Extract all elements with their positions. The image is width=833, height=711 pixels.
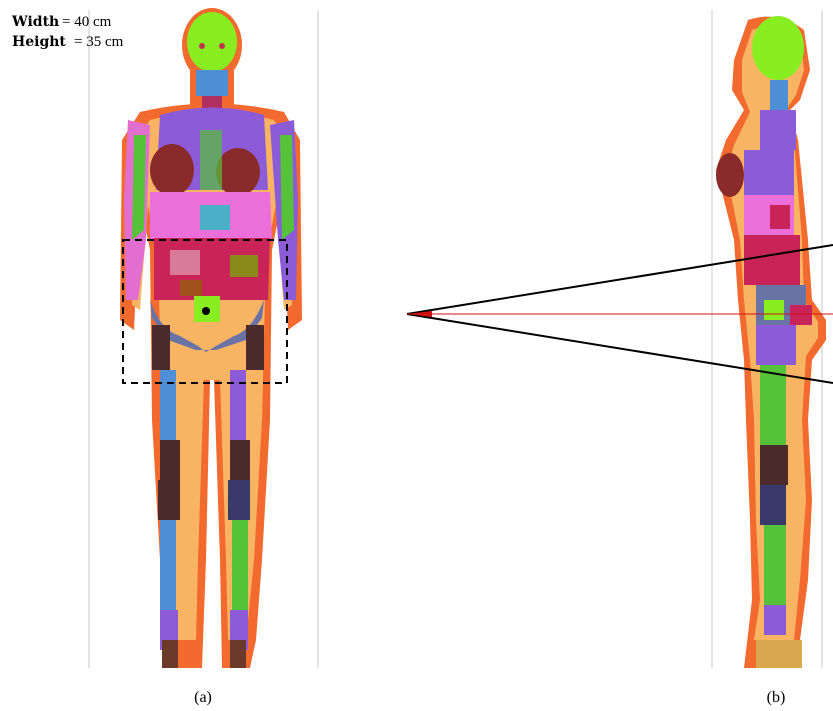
- front-view-phantom: [120, 8, 302, 668]
- side-breast: [716, 153, 744, 197]
- head-region: [187, 12, 237, 72]
- width-value: = 40 cm: [62, 14, 112, 30]
- height-label: Height: [12, 34, 66, 50]
- breast-right: [216, 148, 260, 196]
- caption-a: (a): [194, 689, 212, 706]
- caption-b: (b): [767, 689, 786, 706]
- breast-left: [150, 144, 194, 196]
- height-value: = 35 cm: [74, 34, 124, 50]
- side-view-phantom: [716, 16, 826, 668]
- side-head-region: [752, 16, 804, 80]
- width-label: Width: [11, 14, 59, 30]
